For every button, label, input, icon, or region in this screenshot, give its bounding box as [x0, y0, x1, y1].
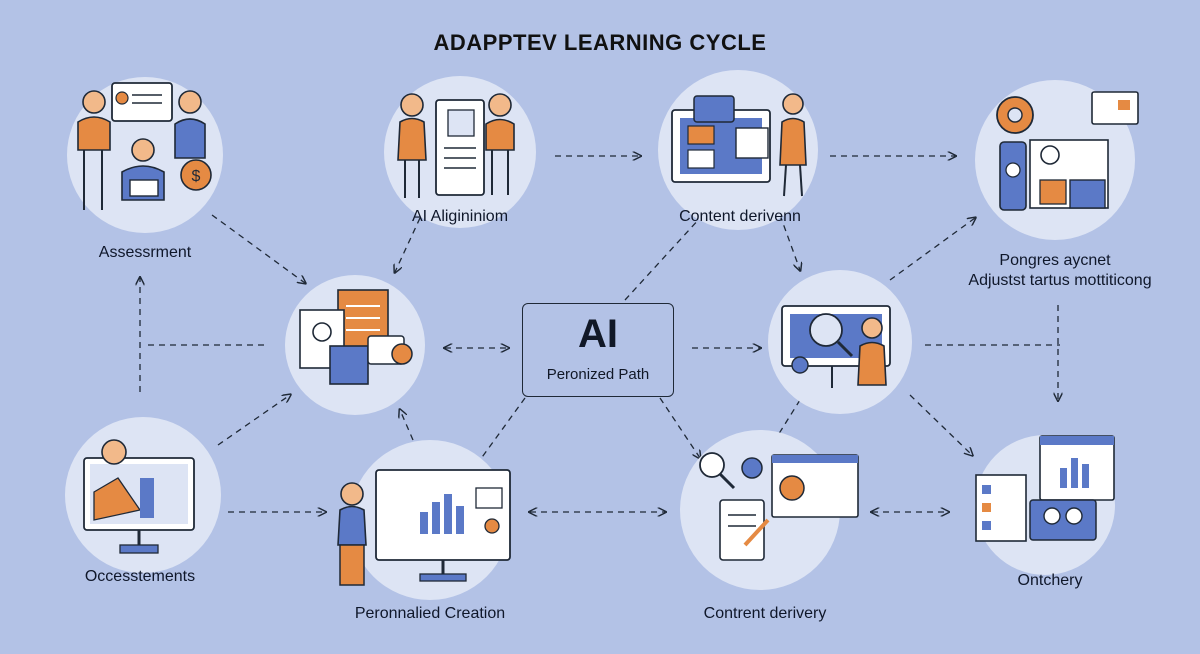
- people-discussion-icon: $: [77, 82, 212, 210]
- progress-adjust-icon: [996, 91, 1139, 211]
- arrow-right-hub-to-content-bottom: [775, 399, 801, 440]
- presentation-chart-icon: [337, 469, 511, 586]
- label-ontchery: Ontchery: [1017, 572, 1083, 589]
- label-progress-line1: Pongres aycnet: [999, 252, 1111, 269]
- label-content-top: Content derivenn: [679, 208, 801, 225]
- center-ai-label: AI: [578, 312, 618, 356]
- connector-arrows: [140, 156, 1060, 512]
- arrow-center-to-creation: [479, 397, 526, 461]
- center-path-label: Peronized Path: [546, 366, 650, 383]
- monitor-analytics-icon: [83, 439, 195, 554]
- label-content-bottom: Contrent derivery: [703, 605, 827, 622]
- label-creation: Peronnalied Creation: [354, 605, 506, 622]
- hub-analysis-icon: [781, 305, 891, 388]
- content-tools-icon: [699, 452, 859, 561]
- svg-text:$: $: [192, 168, 201, 185]
- label-progress-line2: Adjustst tartus mottiticong: [968, 272, 1152, 289]
- arrow-occess-to-hub: [217, 395, 290, 446]
- arrow-creation-to-hub: [400, 410, 414, 441]
- center-ai-box: AI Peronized Path: [522, 303, 674, 397]
- label-occessments: Occesstements: [84, 568, 196, 585]
- arrow-right-hub-to-ontchery: [909, 394, 972, 455]
- arrow-center-to-content-bottom: [659, 397, 700, 458]
- hub-documents-icon: [299, 289, 413, 385]
- arrow-assessment-to-hub: [211, 214, 305, 283]
- label-algorithm: AI Aligininiom: [411, 208, 509, 225]
- dashboard-checklist-icon: [975, 435, 1115, 542]
- arrow-content-down: [779, 214, 800, 270]
- ai-algorithm-icon: [397, 93, 515, 198]
- arrow-center-up: [624, 217, 701, 301]
- arrow-right-hub-to-progress: [889, 218, 975, 281]
- arrow-algorithm-to-hub: [395, 217, 421, 272]
- label-assessment: Assessrment: [98, 244, 192, 261]
- content-delivery-icon: [671, 93, 807, 197]
- diagram-title: ADAPPTEV LEARNING CYCLE: [433, 30, 767, 55]
